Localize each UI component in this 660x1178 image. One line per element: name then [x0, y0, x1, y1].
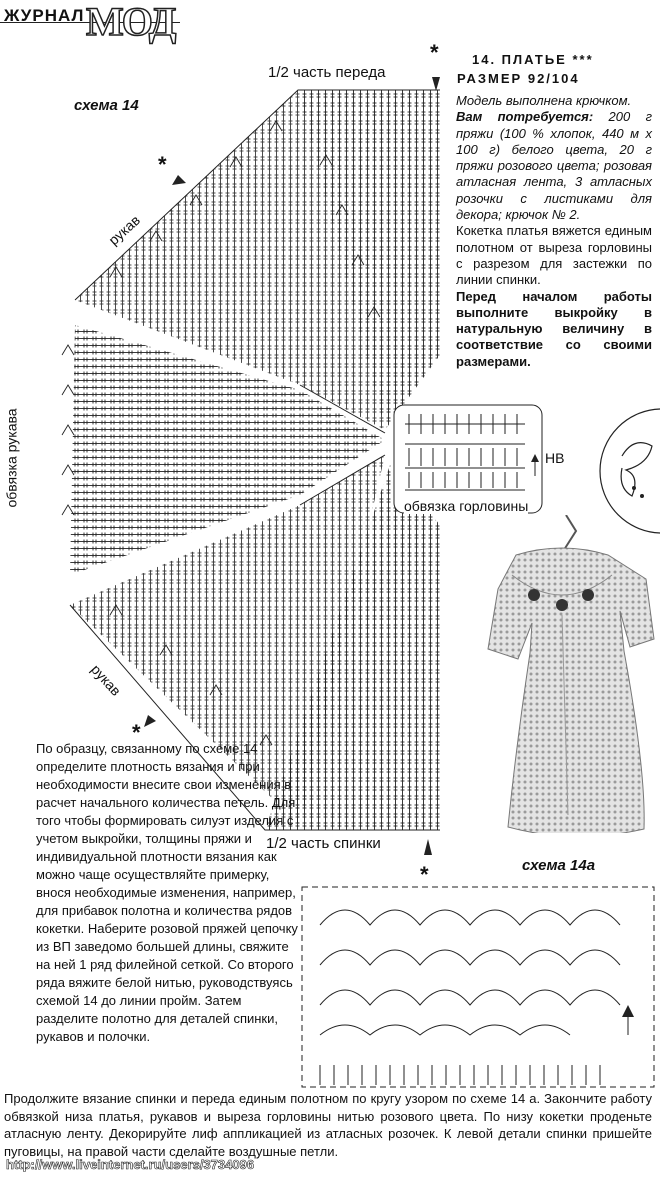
- article-intro: Модель выполнена крючком. Вам потребуетс…: [456, 93, 652, 370]
- start-star-bottom: *: [132, 720, 141, 745]
- neck-edging-label: обвязка горловины: [404, 498, 529, 514]
- magazine-logo: МОД: [85, 0, 177, 45]
- neck-edging-chart: [393, 404, 543, 514]
- watermark-url: http://www.liveinternet.ru/users/3734096: [6, 1157, 255, 1173]
- start-star-back: *: [420, 862, 429, 887]
- materials-text: 200 г пряжи (100 % хлопок, 440 м x 100 г…: [456, 109, 652, 223]
- start-star-front: *: [430, 40, 439, 65]
- article-title: 14. ПЛАТЬЕ ***: [472, 52, 594, 67]
- scheme-14a-title: схема 14a: [522, 857, 596, 874]
- sleeve-edging-panel: [70, 325, 385, 575]
- sleeve-edging-label: обвязка рукава: [3, 408, 20, 508]
- instruction-text-left: По образцу, связанному по схеме 14 опред…: [36, 741, 298, 1044]
- model-note: Модель выполнена крючком.: [456, 93, 632, 108]
- materials-label: Вам потребуется:: [456, 109, 594, 125]
- pattern-paragraph: Перед началом работы выполните выкройку …: [456, 288, 652, 369]
- front-half-label: 1/2 часть переда: [268, 64, 386, 81]
- start-star-top: *: [158, 152, 167, 177]
- instruction-text-bottom: Продолжите вязание спинки и переда едины…: [4, 1091, 652, 1159]
- back-half-label: 1/2 часть спинки: [266, 835, 381, 852]
- scheme-14a-chart: [301, 886, 655, 1088]
- header-rule: [0, 22, 180, 23]
- magazine-name: ЖУРНАЛ: [4, 6, 85, 25]
- upper-sleeve-panel: [75, 90, 385, 430]
- nb-marker: НВ: [545, 450, 565, 466]
- scheme-14-yoke-chart: [61, 77, 440, 855]
- front-panel: [298, 90, 440, 430]
- scheme-14-title: схема 14: [74, 97, 139, 114]
- back-panel: [265, 465, 440, 830]
- article-size: РАЗМЕР 92/104: [457, 71, 580, 86]
- dress-photo-image: [487, 515, 655, 833]
- applique-sketch-image: [599, 408, 660, 534]
- yoke-paragraph: Кокетка платья вяжется единым полотном о…: [456, 223, 652, 288]
